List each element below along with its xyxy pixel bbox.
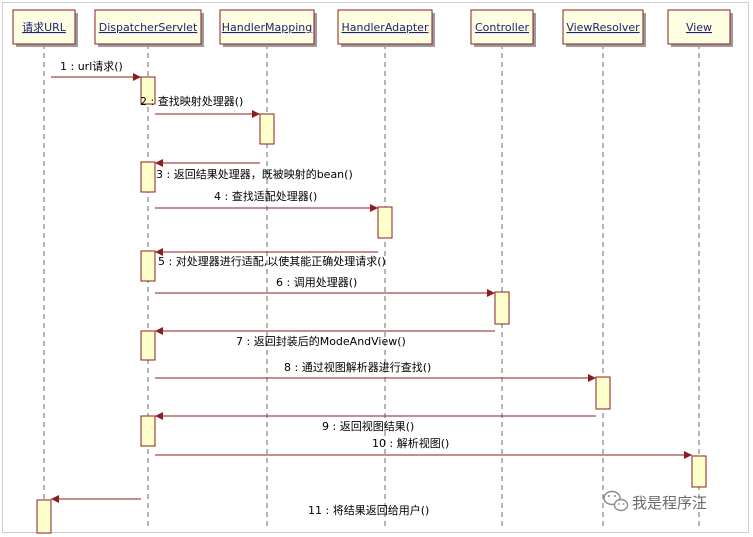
activation-p1 [140,76,156,105]
message-label-7: 7 : 返回封装后的ModeAndView() [236,334,406,348]
watermark: 我是程序汪 [603,490,707,512]
message-label-2: 2 : 查找映射处理器() [140,94,243,108]
wechat-icon [603,490,629,512]
activation-p5 [595,376,611,410]
participant-box [219,9,315,45]
participant-box [337,9,433,45]
activation-p3 [377,206,393,239]
participant-p6: View [667,9,733,47]
participant-label: DispatcherServlet [99,21,198,34]
activation-p0 [36,499,52,534]
participant-box [12,9,76,45]
message-label-3: 3 : 返回结果处理器，既被映射的bean() [156,167,353,181]
participant-box [562,9,644,45]
activation-p1 [140,415,156,447]
participant-p5: ViewResolver [562,9,646,47]
participant-label: 请求URL [22,21,67,34]
participant-p1: DispatcherServlet [94,9,204,47]
message-label-6: 6 : 调用处理器() [276,276,357,289]
participant-p4: Controller [470,9,536,47]
activation-p6 [691,455,707,488]
activation-p1 [140,250,156,282]
participant-p3: HandlerAdapter [337,9,435,47]
watermark-text: 我是程序汪 [632,494,707,512]
activation-p4 [494,291,510,325]
message-label-9: 9 : 返回视图结果() [322,419,414,433]
participant-label: View [686,21,712,34]
participant-p2: HandlerMapping [219,9,317,47]
message-label-5: 5 : 对处理器进行适配,以使其能正确处理请求() [158,254,386,268]
activation-p1 [140,161,156,193]
message-label-10: 10 : 解析视图() [372,436,449,450]
message-label-11: 11 : 将结果返回给用户() [308,503,429,517]
message-label-1: 1 : url请求() [60,60,123,73]
participant-label: Controller [475,21,530,34]
participant-label: ViewResolver [566,21,640,34]
participant-box [470,9,534,45]
activation-p1 [140,330,156,361]
activation-p2 [259,113,275,145]
participant-label: HandlerMapping [222,21,313,34]
participant-box [94,9,202,45]
participant-box [667,9,731,45]
message-label-4: 4 : 查找适配处理器() [214,189,317,203]
participant-label: HandlerAdapter [342,21,429,34]
participant-p0: 请求URL [12,9,78,47]
message-label-8: 8 : 通过视图解析器进行查找() [284,360,431,374]
